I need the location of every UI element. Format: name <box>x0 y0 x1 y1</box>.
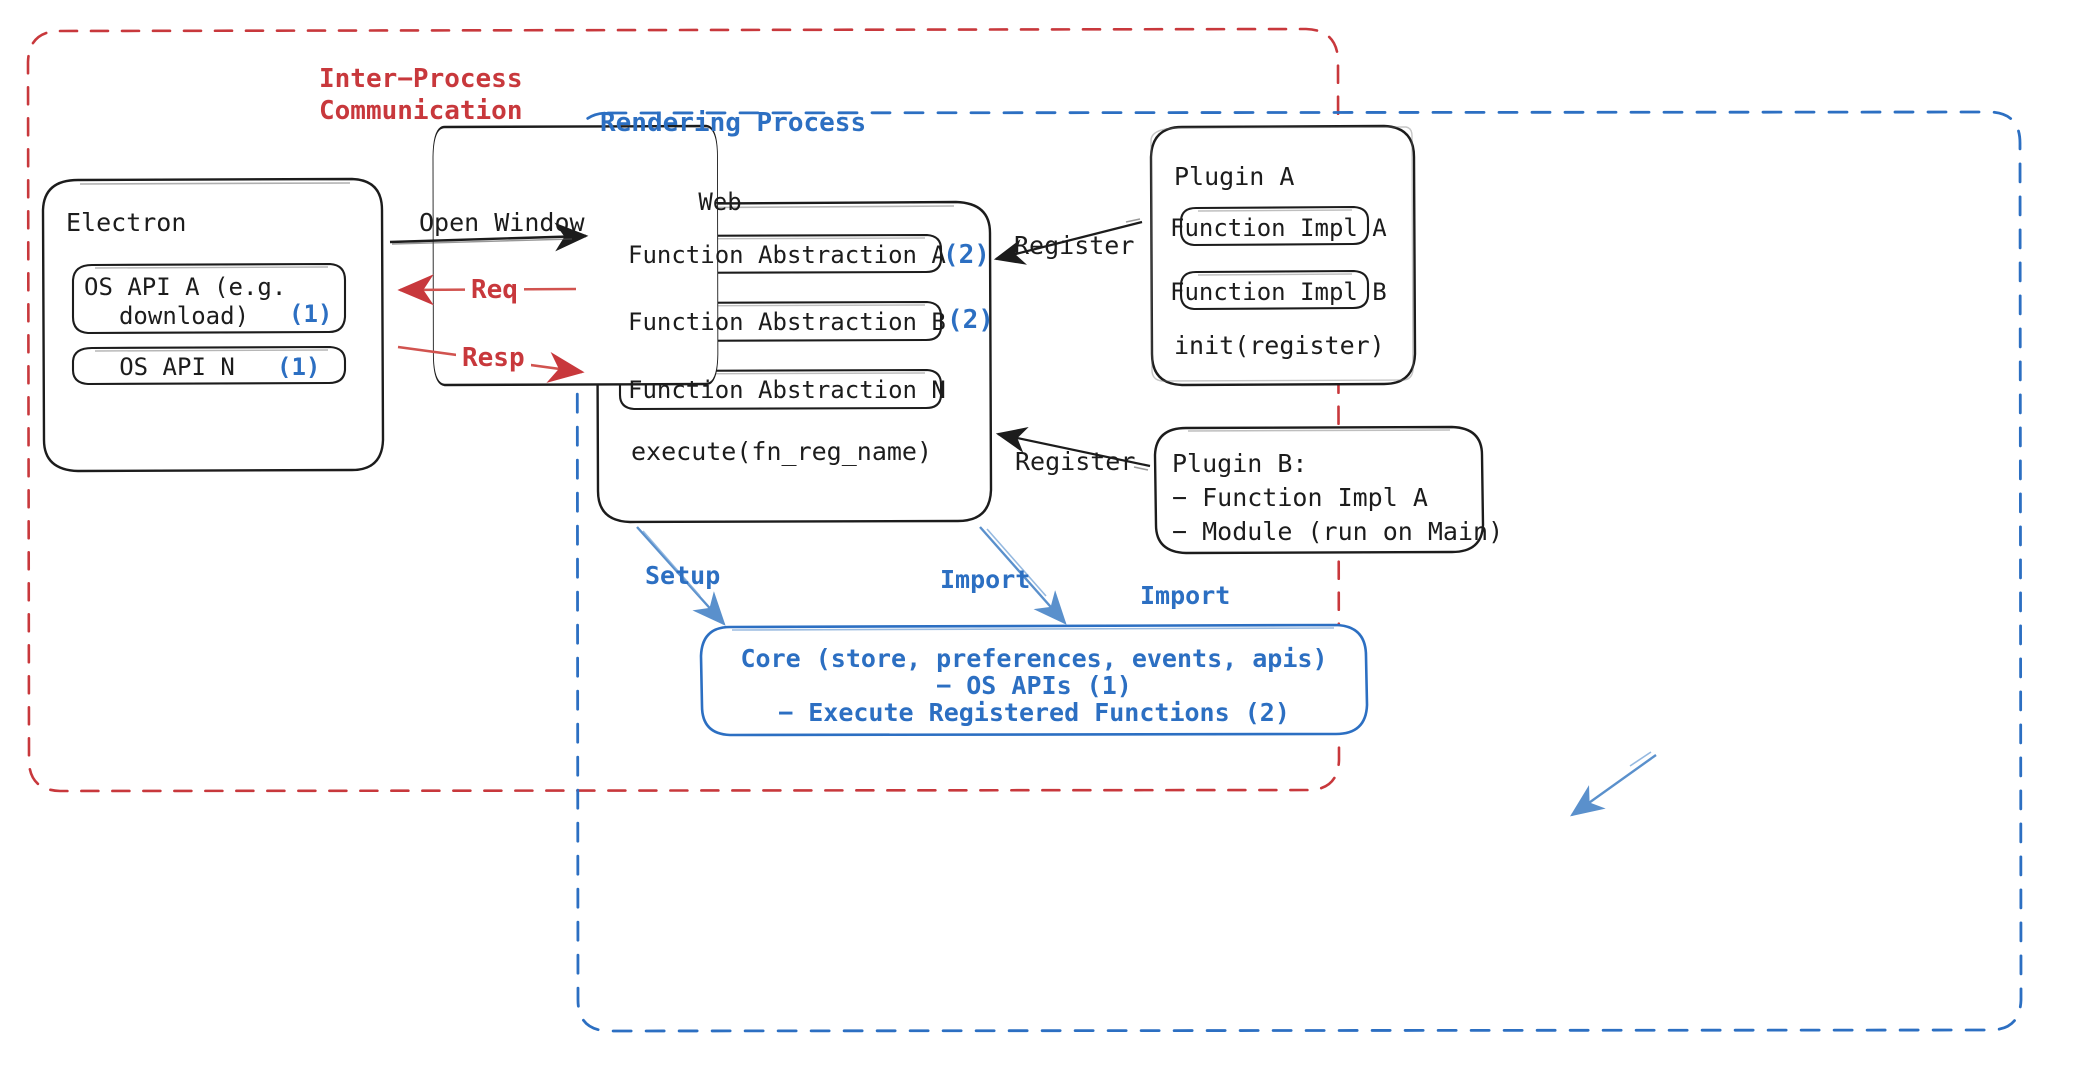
os-api-n-marker: (1) <box>277 353 321 381</box>
edge-label-setup: Setup <box>645 561 721 590</box>
edge-import-web <box>979 526 1067 625</box>
edge-label-req: Req <box>465 275 524 307</box>
core-line-execute-registered: − Execute Registered Functions (2) <box>778 698 1290 727</box>
plugin-a-footer-init: init(register) <box>1174 331 1385 360</box>
edge-label-import-web: Import <box>940 565 1031 594</box>
fn-abstraction-a-marker: (2) <box>943 240 990 270</box>
os-api-a-label: OS API A (e.g. download) <box>84 273 287 331</box>
fn-impl-a-box <box>1179 205 1370 247</box>
plugin-b-line-module: − Module (run on Main) <box>1172 517 1504 546</box>
plugin-a-box <box>432 124 719 387</box>
plugin-a-outline <box>1149 124 1417 387</box>
fn-impl-a-label: Function Impl A <box>1170 214 1387 242</box>
plugin-a-title: Plugin A <box>1174 162 1295 191</box>
edge-setup <box>636 526 726 626</box>
edge-label-open-window: Open Window <box>419 208 585 237</box>
region-label-rendering-process: Rendering Process <box>600 108 867 138</box>
plugin-a-frame <box>1150 126 1414 382</box>
edge-import-plugin-b <box>1570 751 1657 817</box>
fn-abstraction-a-label: Function Abstraction A <box>628 241 946 269</box>
fn-impl-b-box <box>1179 269 1370 311</box>
web-title: Web <box>698 188 742 216</box>
edge-register-b <box>995 426 1151 471</box>
fn-abstraction-b-label: Function Abstraction B <box>628 308 946 336</box>
edge-label-register-a: Register <box>1014 231 1135 260</box>
os-api-n-box <box>71 345 347 386</box>
plugin-b-title: Plugin B: <box>1172 449 1308 478</box>
os-api-a-marker: (1) <box>289 300 333 328</box>
edge-open-window <box>389 222 589 252</box>
electron-title: Electron <box>66 208 187 237</box>
core-line-os-apis: − OS APIs (1) <box>936 671 1132 700</box>
plugin-b-line-function-impl-a: − Function Impl A <box>1172 483 1428 512</box>
edge-register-a <box>993 218 1143 265</box>
edge-label-import-plugin-b: Import <box>1140 581 1231 610</box>
os-api-a-box <box>71 262 347 335</box>
fn-impl-b-label: Function Impl B <box>1170 278 1387 306</box>
edge-label-register-b: Register <box>1015 447 1136 476</box>
os-api-n-label: OS API N <box>119 353 235 381</box>
core-box <box>699 623 1369 737</box>
core-line-title: Core (store, preferences, events, apis) <box>740 644 1328 673</box>
plugin-b-box <box>1153 425 1485 555</box>
region-label-ipc: Inter−Process Communication <box>319 64 523 126</box>
region-ipc-border <box>26 27 1341 793</box>
fn-abstraction-b-marker: (2) <box>947 305 994 335</box>
edge-label-resp: Resp <box>456 343 531 375</box>
fn-abstraction-n-label: Function Abstraction N <box>628 376 946 404</box>
web-footer-execute: execute(fn_reg_name) <box>631 437 933 466</box>
